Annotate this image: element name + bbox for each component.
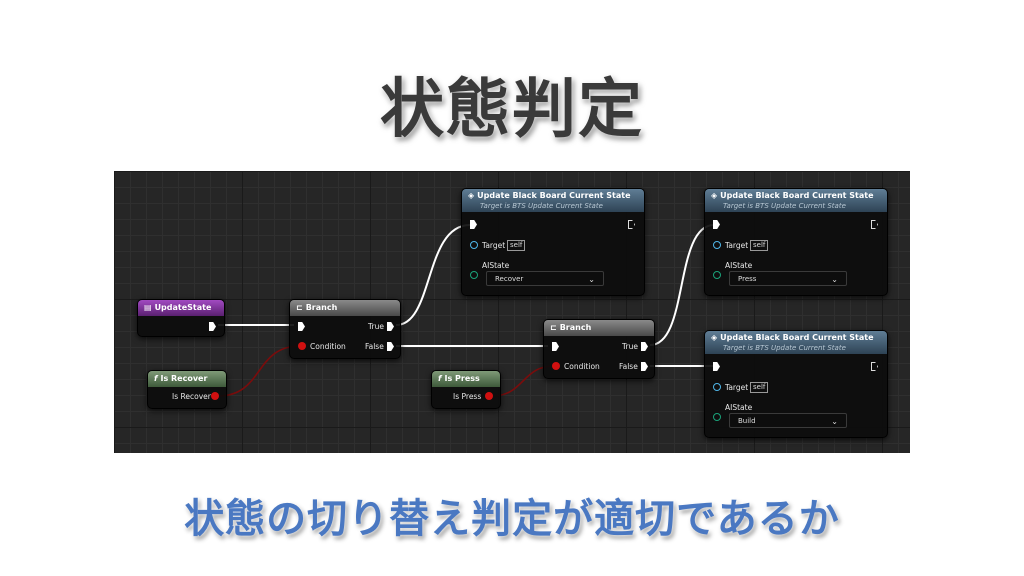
is-recover-out-label: Is Recover <box>172 392 211 401</box>
update-bb-node-recover[interactable]: ◈Update Black Board Current State Target… <box>461 188 645 296</box>
caption: 状態の切り替え判定が適切であるか <box>184 496 840 542</box>
target-label: Target <box>725 383 749 392</box>
function-call-icon: ◈ <box>711 333 718 342</box>
target-pin[interactable] <box>713 241 721 249</box>
condition-pin[interactable] <box>552 362 560 370</box>
chevron-down-icon: ⌄ <box>831 275 838 284</box>
function-icon: f <box>154 374 158 383</box>
exec-wire-branch1-true <box>395 224 471 326</box>
update-bb1-subtitle: Target is BTS Update Current State <box>480 202 603 210</box>
self-value: self <box>507 240 526 251</box>
chevron-down-icon: ⌄ <box>588 275 595 284</box>
exec-out-pin[interactable] <box>628 220 635 229</box>
true-pin[interactable] <box>387 322 394 331</box>
update-bb-node-build[interactable]: ◈Update Black Board Current State Target… <box>704 330 888 438</box>
aistate-pin[interactable] <box>713 271 721 279</box>
update-bb3-subtitle: Target is BTS Update Current State <box>723 344 846 352</box>
aistate-label: AIState <box>725 403 753 412</box>
aistate-value: Recover <box>495 275 524 283</box>
exec-wire-branch2-true <box>649 224 715 346</box>
false-label: False <box>365 342 384 351</box>
aistate-pin[interactable] <box>470 271 478 279</box>
exec-in-pin[interactable] <box>470 220 477 229</box>
aistate-dropdown[interactable]: Recover ⌄ <box>486 271 604 286</box>
aistate-value: Build <box>738 417 756 425</box>
self-value: self <box>750 240 769 251</box>
target-label: Target <box>725 241 749 250</box>
update-bb-node-press[interactable]: ◈Update Black Board Current State Target… <box>704 188 888 296</box>
condition-label: Condition <box>310 342 346 351</box>
false-pin[interactable] <box>641 362 648 371</box>
true-label: True <box>368 322 384 331</box>
aistate-label: AIState <box>482 261 510 270</box>
condition-label: Condition <box>564 362 600 371</box>
target-pin[interactable] <box>470 241 478 249</box>
function-call-icon: ◈ <box>711 191 718 200</box>
bool-wire-isrecover <box>217 345 301 397</box>
is-press-label: Is Press <box>444 374 480 383</box>
branch-node-1[interactable]: ⊏Branch Condition True False <box>289 299 401 359</box>
update-bb2-subtitle: Target is BTS Update Current State <box>723 202 846 210</box>
function-icon: f <box>438 374 442 383</box>
branch2-label: Branch <box>559 323 592 332</box>
update-bb2-header: ◈Update Black Board Current State Target… <box>705 189 887 212</box>
exec-in-pin[interactable] <box>713 220 720 229</box>
aistate-pin[interactable] <box>713 413 721 421</box>
aistate-value: Press <box>738 275 757 283</box>
chevron-down-icon: ⌄ <box>831 417 838 426</box>
blueprint-graph[interactable]: ▤UpdateState ⊏Branch Condition True Fals… <box>114 171 910 453</box>
exec-in-pin[interactable] <box>552 342 559 351</box>
false-label: False <box>619 362 638 371</box>
is-recover-out-pin[interactable] <box>211 392 219 400</box>
update-bb2-label: Update Black Board Current State <box>720 191 874 200</box>
is-press-out-label: Is Press <box>453 392 482 401</box>
branch-icon: ⊏ <box>296 303 303 312</box>
update-bb3-header: ◈Update Black Board Current State Target… <box>705 331 887 354</box>
update-bb1-label: Update Black Board Current State <box>477 191 631 200</box>
update-bb1-header: ◈Update Black Board Current State Target… <box>462 189 644 212</box>
is-recover-label: Is Recover <box>160 374 208 383</box>
target-label: Target <box>482 241 506 250</box>
update-state-header: ▤UpdateState <box>138 300 224 316</box>
exec-in-pin[interactable] <box>298 322 305 331</box>
branch-node-2[interactable]: ⊏Branch Condition True False <box>543 319 655 379</box>
exec-out-pin[interactable] <box>871 362 878 371</box>
self-value: self <box>750 382 769 393</box>
condition-pin[interactable] <box>298 342 306 350</box>
target-pin[interactable] <box>713 383 721 391</box>
page-title: 状態判定 <box>380 73 644 147</box>
branch-icon: ⊏ <box>550 323 557 332</box>
event-icon: ▤ <box>144 303 152 312</box>
exec-in-pin[interactable] <box>713 362 720 371</box>
aistate-dropdown[interactable]: Build ⌄ <box>729 413 847 428</box>
exec-out-pin[interactable] <box>209 322 216 331</box>
aistate-label: AIState <box>725 261 753 270</box>
update-state-label: UpdateState <box>154 303 212 312</box>
function-call-icon: ◈ <box>468 191 475 200</box>
update-state-node[interactable]: ▤UpdateState <box>137 299 225 337</box>
true-pin[interactable] <box>641 342 648 351</box>
false-pin[interactable] <box>387 342 394 351</box>
branch2-header: ⊏Branch <box>544 320 654 336</box>
update-bb3-label: Update Black Board Current State <box>720 333 874 342</box>
aistate-dropdown[interactable]: Press ⌄ <box>729 271 847 286</box>
exec-out-pin[interactable] <box>871 220 878 229</box>
branch1-header: ⊏Branch <box>290 300 400 316</box>
true-label: True <box>622 342 638 351</box>
is-press-out-pin[interactable] <box>485 392 493 400</box>
branch1-label: Branch <box>305 303 338 312</box>
